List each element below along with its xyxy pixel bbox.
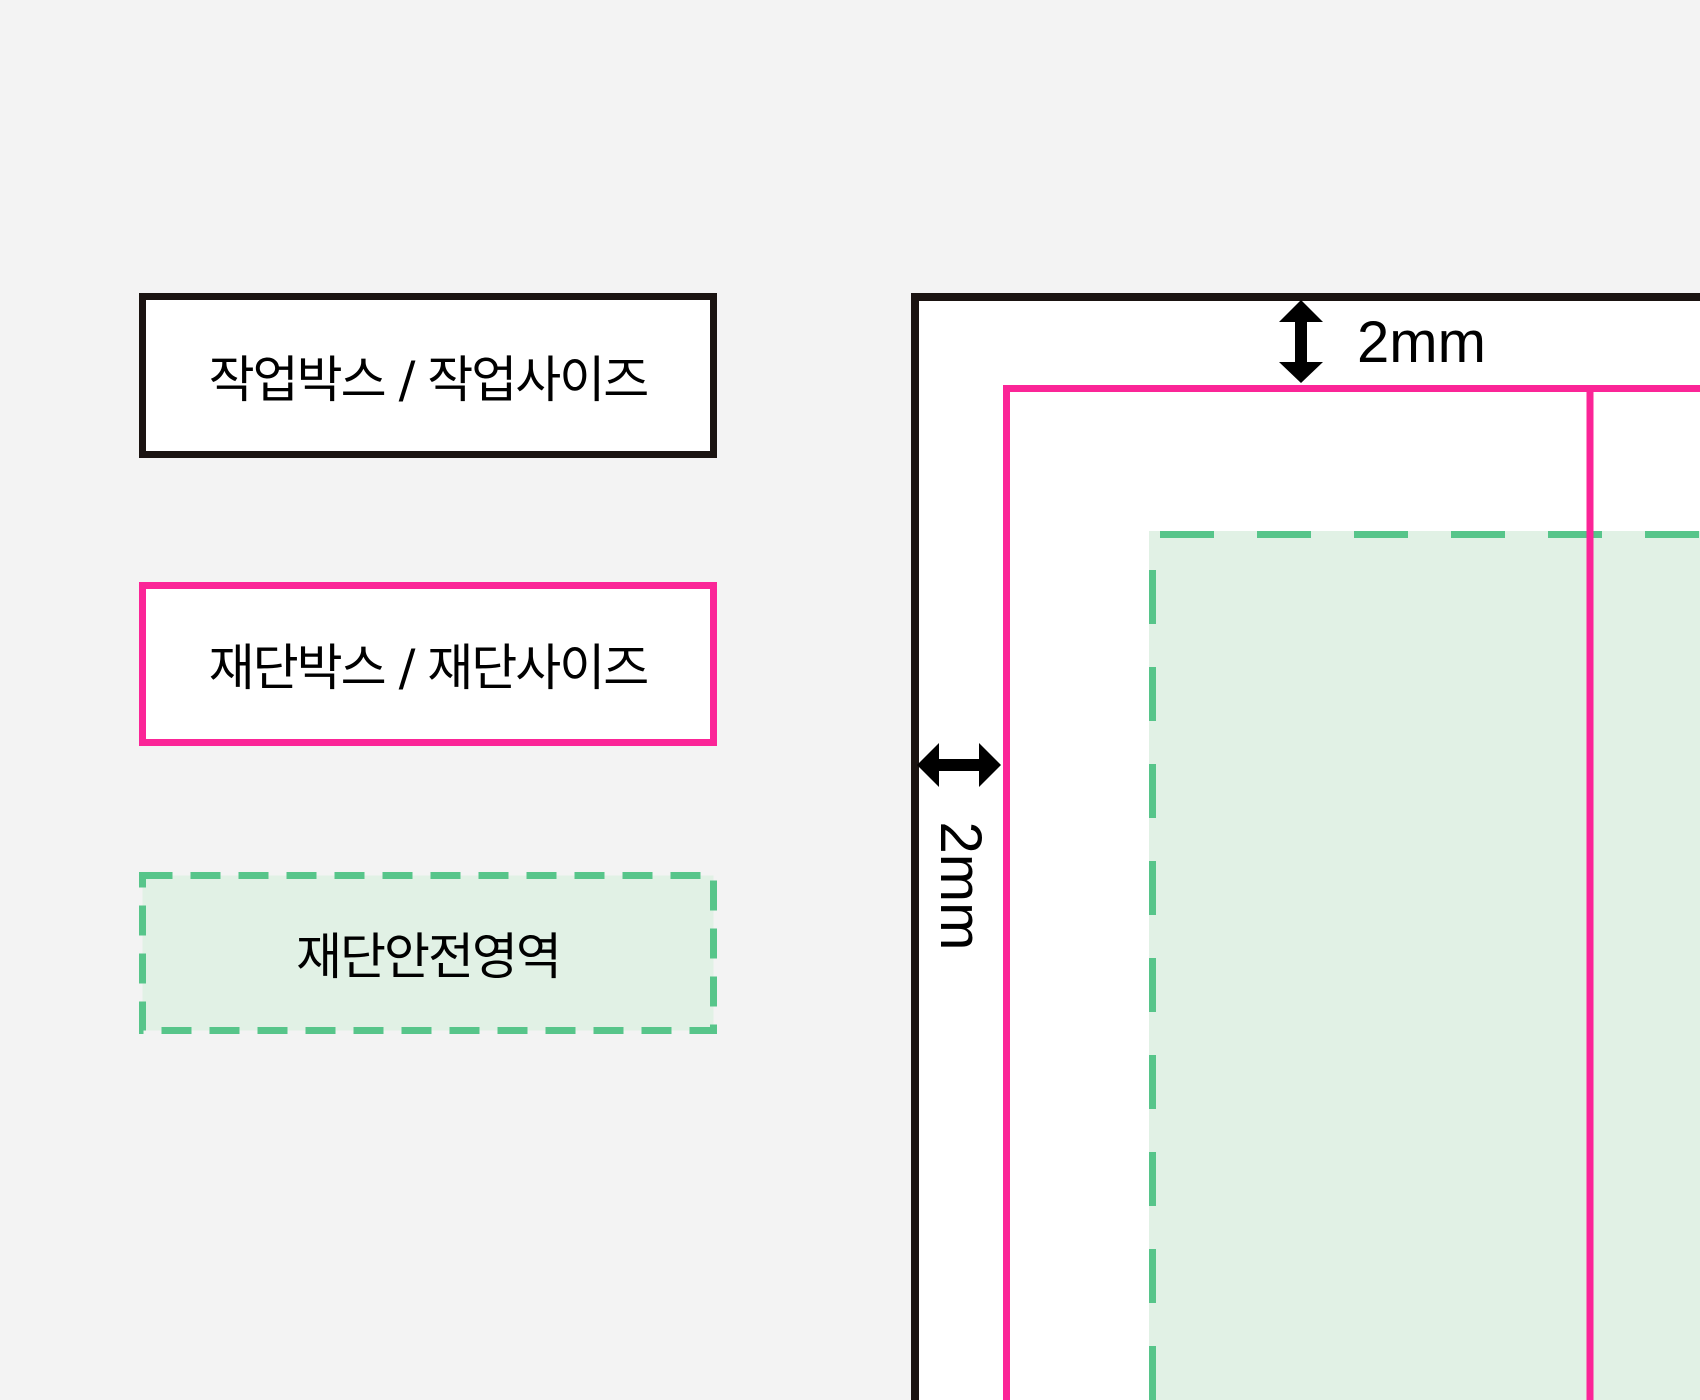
safe-area-fill (1149, 531, 1700, 1400)
legend-safe-area (139, 872, 717, 1034)
work-box (911, 293, 1700, 1400)
left-margin-label: 2mm (928, 821, 993, 951)
trim-box (1003, 385, 1700, 1400)
left-margin-arrow-icon (917, 743, 1001, 787)
top-margin-arrow-icon (1279, 300, 1323, 383)
legend-work-box-label: 작업박스 / 작업사이즈 (208, 350, 650, 409)
legend-work-box (139, 293, 717, 458)
legend-trim-box-label: 재단박스 / 재단사이즈 (208, 639, 650, 697)
top-margin-label: 2mm (1357, 310, 1486, 375)
legend-safe-area-label: 재단안전영역 (296, 928, 562, 986)
legend-trim-box (139, 582, 717, 746)
